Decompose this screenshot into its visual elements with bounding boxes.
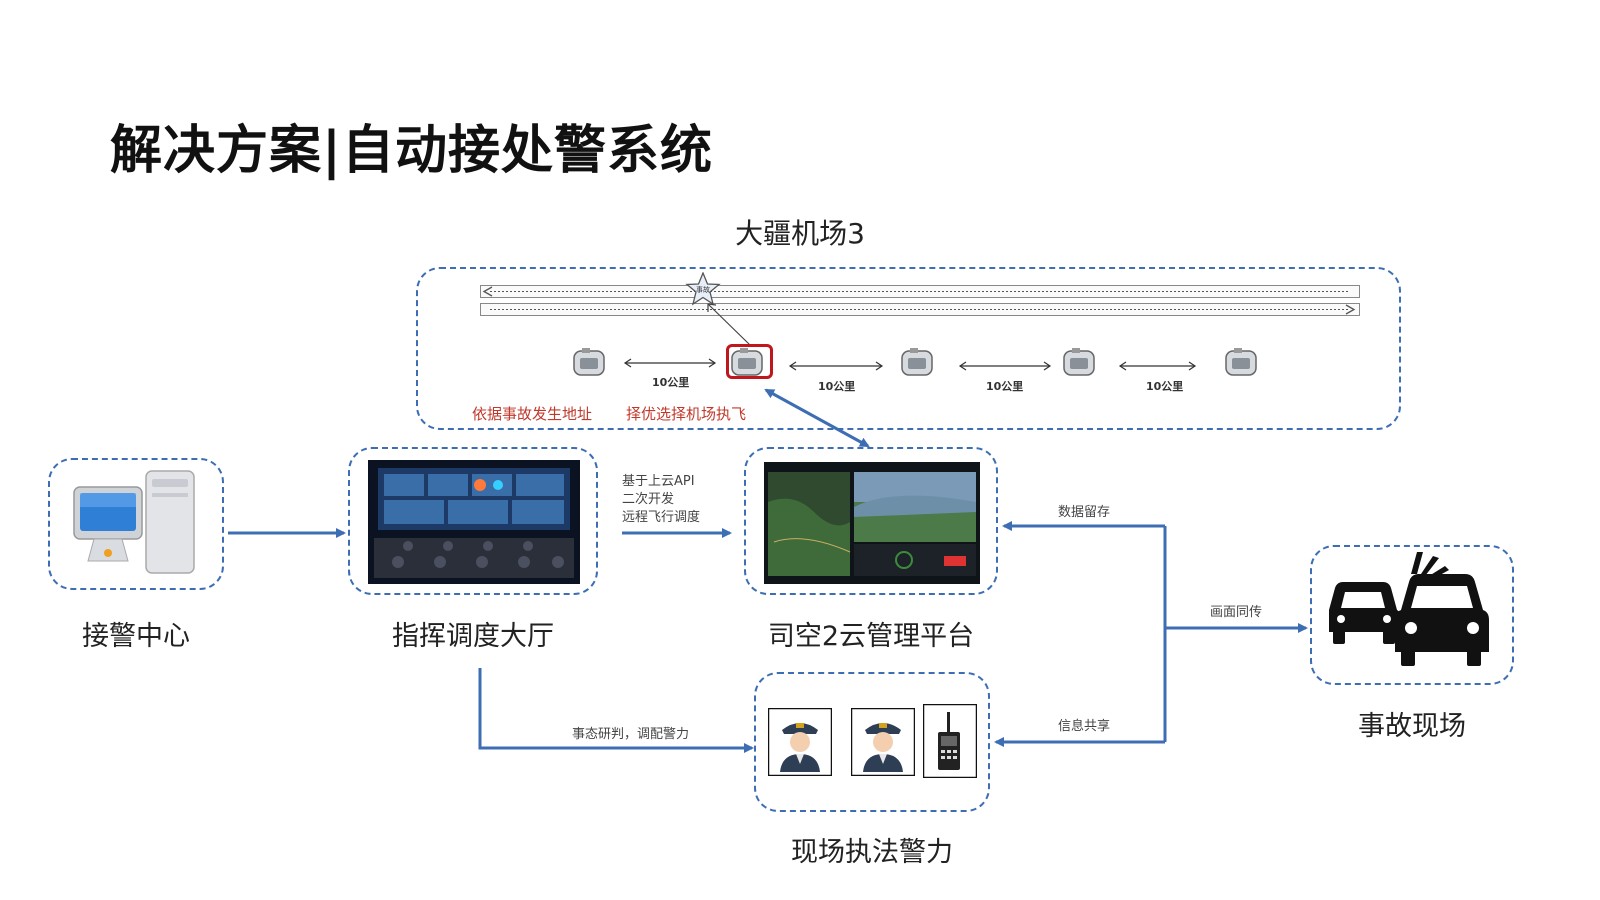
command-hall-box bbox=[348, 447, 598, 595]
walkie-talkie-icon bbox=[923, 704, 977, 778]
field-police-box bbox=[754, 672, 990, 812]
distance-label-3: 10公里 bbox=[986, 380, 1024, 393]
dock-icon-4 bbox=[1063, 348, 1095, 376]
star-link-line bbox=[707, 303, 751, 346]
dock-icon-3 bbox=[901, 348, 933, 376]
distance-arrows bbox=[623, 358, 1197, 371]
cloud-platform-box bbox=[744, 447, 998, 595]
dock-selected-frame bbox=[726, 344, 773, 379]
car-crash-icon bbox=[1329, 552, 1489, 666]
video-sync-label: 画面同传 bbox=[1210, 605, 1263, 620]
data-retention-label: 数据留存 bbox=[1058, 505, 1111, 520]
dock-icon-5 bbox=[1225, 348, 1257, 376]
api-line-2: 二次开发 bbox=[622, 492, 675, 507]
police-officer-icon-1 bbox=[768, 708, 832, 776]
cloud-platform-label: 司空2云管理平台 bbox=[767, 621, 975, 652]
accident-star-icon bbox=[685, 272, 721, 306]
distance-label-4: 10公里 bbox=[1146, 380, 1184, 393]
alarm-center-box bbox=[48, 458, 224, 590]
accident-scene-label: 事故现场 bbox=[1358, 711, 1466, 742]
dispatch-label: 事态研判，调配警力 bbox=[572, 727, 690, 742]
page-title: 解决方案|自动接处警系统 bbox=[110, 121, 713, 181]
airport-title: 大疆机场3 bbox=[735, 217, 865, 250]
road-arrows bbox=[482, 286, 1356, 315]
field-police-label: 现场执法警力 bbox=[791, 837, 953, 868]
accident-star-label: 事故 bbox=[696, 286, 710, 294]
api-line-3: 远程飞行调度 bbox=[622, 510, 701, 525]
command-hall-label: 指挥调度大厅 bbox=[392, 621, 554, 652]
airport-note-left: 依据事故发生地址 bbox=[472, 405, 593, 423]
computer-icon bbox=[73, 470, 195, 574]
airport-group bbox=[416, 267, 1401, 430]
cloud-platform-screen bbox=[764, 462, 980, 584]
api-line-1: 基于上云API bbox=[622, 474, 695, 489]
airport-note-right: 择优选择机场执飞 bbox=[626, 405, 747, 423]
dock-icon-1 bbox=[573, 348, 605, 376]
distance-label-1: 10公里 bbox=[652, 376, 690, 389]
info-share-label: 信息共享 bbox=[1058, 719, 1111, 734]
alarm-center-label: 接警中心 bbox=[82, 621, 190, 652]
command-hall-screen bbox=[368, 460, 580, 584]
accident-scene-box bbox=[1310, 545, 1514, 685]
dock-icon-2-selected bbox=[731, 348, 763, 376]
police-officer-icon-2 bbox=[851, 708, 915, 776]
